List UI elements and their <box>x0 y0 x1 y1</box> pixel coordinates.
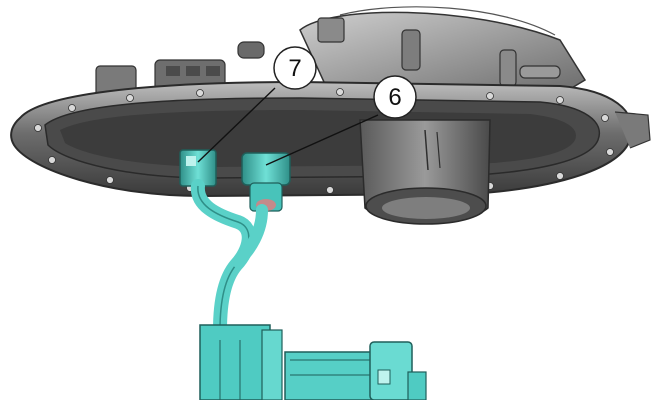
leader-lines <box>197 87 379 166</box>
callout-6-label: 6 <box>388 84 401 111</box>
fuel-cup <box>359 119 491 225</box>
mounting-flange <box>10 80 651 198</box>
pump-module <box>199 324 427 400</box>
callout-7: 7 <box>273 46 317 90</box>
callout-6: 6 <box>373 75 417 119</box>
highlighted-hose-assembly <box>179 149 427 400</box>
callout-7-label: 7 <box>288 55 301 82</box>
